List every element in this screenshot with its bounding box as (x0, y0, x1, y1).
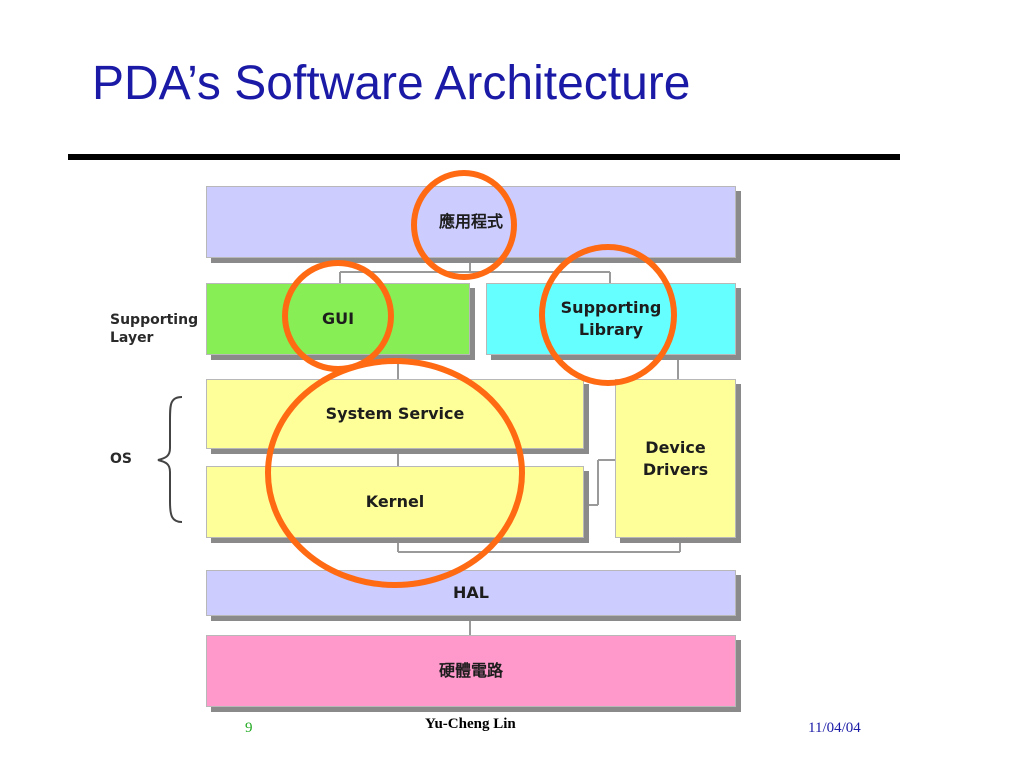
footer-date: 11/04/04 (808, 720, 861, 736)
hal-box: HAL (206, 570, 736, 616)
supporting-library-box: Supporting Library (486, 283, 736, 355)
footer-author: Yu-Cheng Lin (425, 716, 516, 732)
app-layer-label: 應用程式 (438, 212, 503, 232)
highlight-circle-library (539, 244, 677, 386)
highlight-circle-os (265, 358, 525, 588)
kernel-label: Kernel (365, 492, 425, 512)
hardware-label: 硬體電路 (438, 661, 503, 681)
page-number: 9 (245, 720, 253, 736)
system-service-box: System Service (206, 379, 584, 449)
highlight-circle-app (411, 170, 517, 280)
device-drivers-box: Device Drivers (615, 379, 736, 538)
hardware-box: 硬體電路 (206, 635, 736, 707)
device-drivers-label: Device Drivers (642, 437, 709, 479)
gui-label: GUI (321, 309, 355, 329)
highlight-circle-gui (282, 260, 394, 372)
hal-label: HAL (453, 583, 489, 603)
supporting-library-label: Supporting Library (560, 298, 662, 339)
gui-box: GUI (206, 283, 470, 355)
supporting-layer-label: Supporting Layer (110, 312, 199, 346)
app-layer-box: 應用程式 (206, 186, 736, 258)
title-underline (68, 154, 900, 160)
os-label: OS (110, 451, 132, 467)
slide-title: PDA’s Software Architecture (92, 57, 691, 110)
system-service-label: System Service (325, 404, 465, 424)
os-brace (157, 396, 183, 523)
